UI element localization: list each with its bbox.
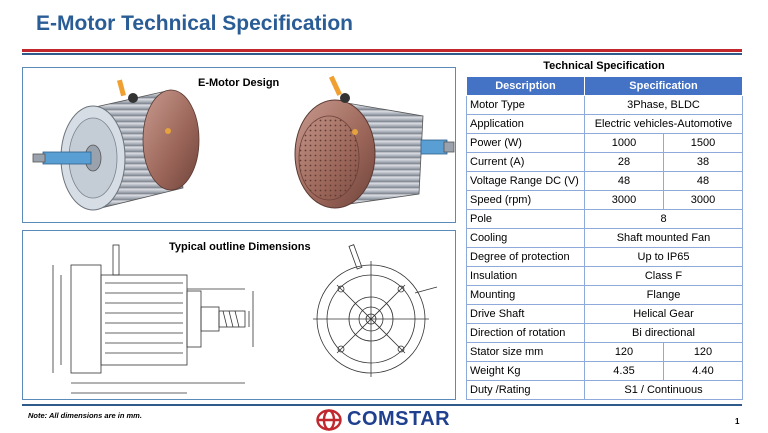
spec-row-value: 48	[663, 171, 743, 191]
spec-table-caption: Technical Specification	[543, 60, 665, 72]
spec-row-value: 3Phase, BLDC	[584, 95, 743, 115]
spec-row-value: 8	[584, 209, 743, 229]
spec-row-label: Insulation	[466, 266, 585, 286]
spec-row-value: Bi directional	[584, 323, 743, 343]
spec-row-label: Stator size mm	[466, 342, 585, 362]
spec-row-label: Weight Kg	[466, 361, 585, 381]
spec-row-value: 48	[584, 171, 664, 191]
spec-row-value: 3000	[584, 190, 664, 210]
spec-row-value: 120	[663, 342, 743, 362]
spec-row-label: Voltage Range DC (V)	[466, 171, 585, 191]
spec-row-label: Pole	[466, 209, 585, 229]
comstar-logo: COMSTAR	[316, 408, 450, 431]
spec-row-value: 4.35	[584, 361, 664, 381]
spec-row-label: Speed (rpm)	[466, 190, 585, 210]
title-divider-blue	[22, 53, 742, 55]
spec-row-value: Up to IP65	[584, 247, 743, 267]
motor-design-label: E-Motor Design	[198, 77, 280, 89]
outline-drawing	[52, 244, 438, 394]
motor-design-panel: E-Motor Design	[22, 67, 456, 223]
spec-row-label: Current (A)	[466, 152, 585, 172]
spec-row-label: Degree of protection	[466, 247, 585, 267]
spec-row-value: Helical Gear	[584, 304, 743, 324]
spec-row-label: Drive Shaft	[466, 304, 585, 324]
motor-render-front	[32, 79, 200, 211]
spec-row-value: S1 / Continuous	[584, 380, 743, 400]
spec-row-label: Cooling	[466, 228, 585, 248]
spec-row-value: Shaft mounted Fan	[584, 228, 743, 248]
spec-row-value: 3000	[663, 190, 743, 210]
motor-render-rear	[294, 75, 455, 209]
spec-row-value: 1000	[584, 133, 664, 153]
spec-row-value: 120	[584, 342, 664, 362]
outline-dimensions-panel: Typical outline Dimensions	[22, 230, 456, 400]
page-title: E-Motor Technical Specification	[36, 12, 353, 35]
spec-header-description: Description	[466, 76, 585, 96]
spec-row-value: 38	[663, 152, 743, 172]
spec-row-label: Direction of rotation	[466, 323, 585, 343]
end-view-drawing	[313, 244, 438, 377]
spec-header-specification: Specification	[584, 76, 743, 96]
outline-dimensions-label: Typical outline Dimensions	[169, 241, 311, 253]
spec-row-value: Electric vehicles-Automotive	[584, 114, 743, 134]
spec-header-row: Description Specification	[466, 76, 743, 96]
comstar-logo-icon	[316, 408, 342, 431]
comstar-wordmark: COMSTAR	[347, 408, 451, 430]
footer-divider	[22, 404, 742, 406]
spec-row-label: Application	[466, 114, 585, 134]
spec-row-label: Power (W)	[466, 133, 585, 153]
spec-row-label: Motor Type	[466, 95, 585, 115]
title-divider-red	[22, 49, 742, 52]
spec-row-value: 1500	[663, 133, 743, 153]
spec-row-value: Class F	[584, 266, 743, 286]
page-number: 1	[735, 417, 740, 426]
spec-row-label: Mounting	[466, 285, 585, 305]
spec-row-value: 4.40	[663, 361, 743, 381]
motor-renders	[32, 75, 455, 211]
spec-row-label: Duty /Rating	[466, 380, 585, 400]
spec-row-value: Flange	[584, 285, 743, 305]
dimensions-note: Note: All dimensions are in mm.	[28, 411, 142, 420]
spec-row-value: 28	[584, 152, 664, 172]
side-view-drawing	[52, 244, 254, 394]
